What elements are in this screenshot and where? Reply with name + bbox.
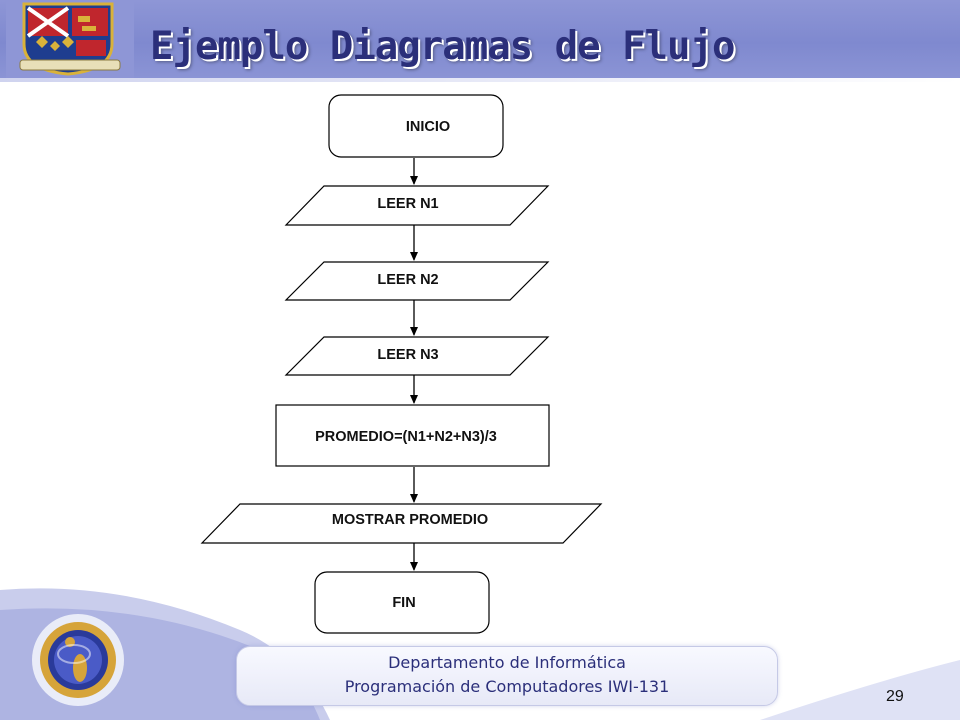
slide-title: Ejemplo Diagramas de Flujo <box>150 24 735 69</box>
leer-n2-label: LEER N2 <box>377 272 439 288</box>
footer-box: Departamento de Informática Programación… <box>236 646 778 706</box>
mostrar-promedio-label: MOSTRAR PROMEDIO <box>331 512 489 528</box>
inicio-label: INICIO <box>405 119 451 135</box>
leer-n3-label: LEER N3 <box>377 347 439 363</box>
footer-department: Departamento de Informática <box>388 653 626 672</box>
promedio-label: PROMEDIO=(N1+N2+N3)/3 <box>315 429 497 445</box>
output-shape-mostrar <box>200 503 603 544</box>
fin-label: FIN <box>392 595 416 611</box>
university-crest-logo <box>6 0 134 78</box>
footer-course: Programación de Computadores IWI-131 <box>344 677 670 696</box>
page-number: 29 <box>886 688 904 705</box>
input-shape-n1 <box>284 185 550 226</box>
process-promedio <box>275 404 550 467</box>
terminal-inicio <box>328 94 504 158</box>
department-logo-icon <box>32 614 124 706</box>
header-band <box>0 0 960 82</box>
terminal-fin <box>314 571 490 634</box>
input-shape-n3 <box>284 336 550 376</box>
input-shape-n2 <box>284 261 550 301</box>
leer-n1-label: LEER N1 <box>377 196 439 212</box>
